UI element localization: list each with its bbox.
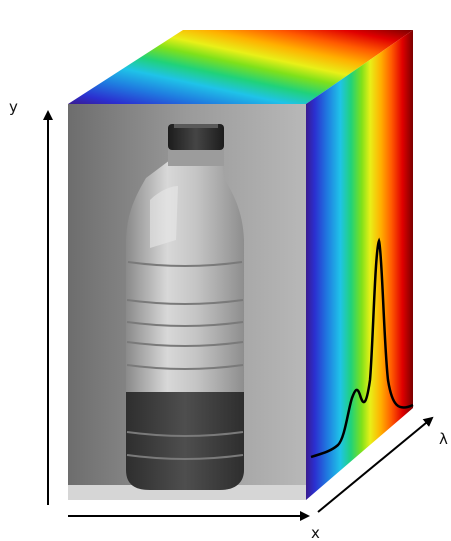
x-axis-label: x [311, 524, 320, 541]
cube-side-face [306, 30, 413, 500]
y-axis-label: y [9, 98, 18, 116]
lambda-axis-label: λ [439, 430, 448, 448]
cube-top-face [68, 30, 413, 104]
bottle-photo [68, 104, 306, 500]
lambda-axis-arrow [317, 416, 434, 513]
spectral-curve [310, 237, 414, 459]
